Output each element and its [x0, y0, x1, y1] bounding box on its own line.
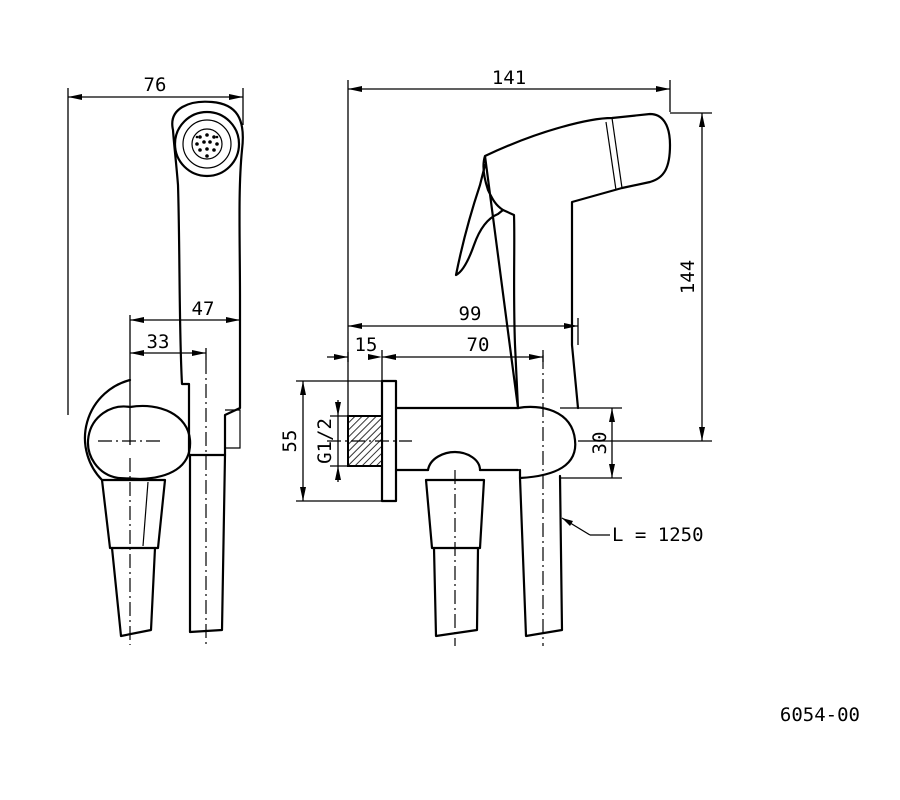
product-code: 6054-00	[780, 704, 860, 726]
front-view	[327, 112, 672, 646]
side-hose-left	[110, 546, 157, 638]
side-hose-nut	[100, 478, 167, 550]
front-outlet-pipe	[394, 406, 520, 472]
front-lower-connector	[426, 450, 482, 472]
front-lower-hose	[432, 546, 480, 638]
front-lower-nut	[424, 478, 486, 550]
side-rosette-inner	[86, 405, 132, 480]
dim-thread: G1/2	[314, 418, 336, 464]
front-holder-dome	[516, 405, 577, 480]
dim-side-width: 76	[144, 74, 167, 96]
front-nozzle-line	[611, 117, 623, 189]
side-shower-body	[171, 100, 244, 457]
front-shower-body	[482, 112, 672, 410]
side-rosette	[83, 378, 132, 482]
side-nozzle-holes	[195, 133, 219, 158]
dim-flange-thickness: 15	[355, 334, 378, 356]
front-main-hose	[518, 474, 564, 638]
side-nozzle-ring	[173, 110, 241, 178]
dim-hose-offset-outer: 47	[192, 298, 215, 320]
front-dimensions	[296, 80, 712, 536]
dim-hose-offset-inner: 33	[147, 331, 170, 353]
side-dimensions	[67, 88, 244, 445]
dim-to-hose: 99	[459, 303, 482, 325]
hose-length-label: L = 1250	[612, 524, 704, 546]
side-view	[83, 100, 244, 645]
dim-outlet-height: 30	[589, 432, 611, 455]
front-trigger	[454, 163, 505, 277]
dim-outlet-length: 70	[467, 334, 490, 356]
dim-front-height: 144	[677, 260, 699, 294]
dim-front-width: 141	[492, 67, 526, 89]
side-hose-right	[188, 453, 227, 634]
side-elbow	[116, 404, 192, 481]
dim-flange-height: 55	[279, 430, 301, 453]
